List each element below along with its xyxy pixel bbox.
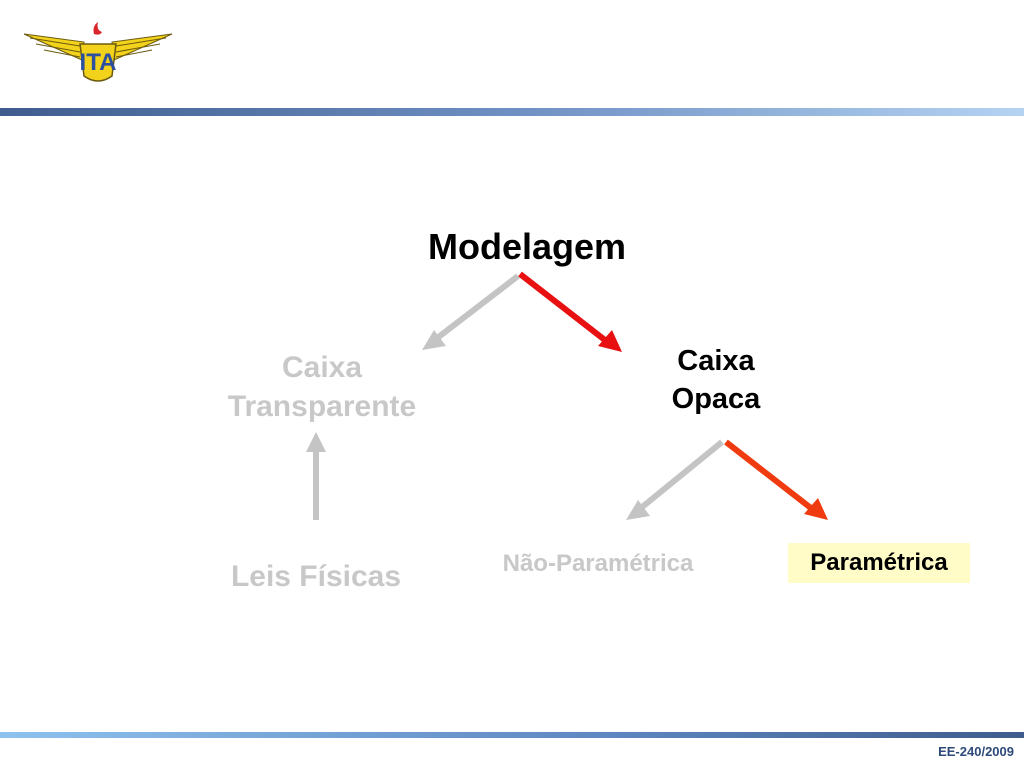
node-caixa-opaca-line1: Caixa [677,345,755,377]
arrow-opaca-to-nao-parametrica [626,439,724,520]
arrow-leis-to-transparente [306,432,326,520]
node-caixa-transparente-line2: Transparente [227,390,417,423]
ita-logo-icon: ITA [23,22,173,82]
node-nao-parametrica: Não-Paramétrica [502,550,694,577]
arrow-opaca-to-parametrica [724,439,828,520]
node-caixa-opaca: Caixa Opaca [636,342,796,419]
header-divider-bar [0,108,1024,116]
svg-text:ITA: ITA [80,49,117,76]
node-caixa-transparente: Caixa Transparente [190,348,454,426]
node-caixa-transparente-line1: Caixa [281,351,363,384]
arrow-modelagem-to-transparente [422,273,520,350]
node-caixa-opaca-line2: Opaca [671,383,761,416]
node-parametrica: Paramétrica [788,543,970,583]
footer-divider-bar [0,732,1024,738]
course-code: EE-240/2009 [938,744,1014,759]
node-leis-fisicas: Leis Físicas [230,560,402,593]
node-modelagem: Modelagem [427,226,627,267]
arrow-modelagem-to-opaca [518,271,622,352]
